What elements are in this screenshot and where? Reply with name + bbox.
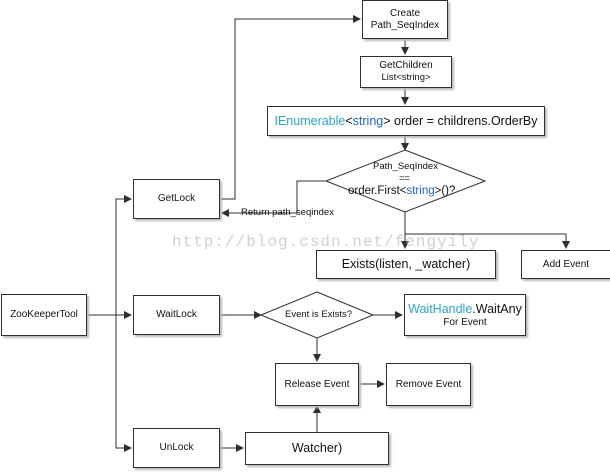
- unlock-label: UnLock: [159, 442, 194, 453]
- ienumerable-keyword: string: [352, 113, 384, 128]
- edge-getlock-to-create: [220, 15, 361, 200]
- waithandle-rest: .WaitAny: [472, 301, 522, 316]
- add-event-node[interactable]: Add Event: [521, 250, 610, 279]
- decision-diamond: [324, 149, 487, 213]
- ienumerable-rest: > order = childrens.OrderBy: [383, 113, 538, 128]
- exists-label: Exists(listen, _watcher): [341, 257, 471, 271]
- decision-line1: Path_SeqIndex: [373, 161, 438, 172]
- release-event-node[interactable]: Release Event: [275, 363, 359, 406]
- edge-tool-trunk: [115, 195, 132, 315]
- add-event-label: Add Event: [542, 258, 590, 270]
- edge-to-addevent: [405, 233, 570, 249]
- create-node[interactable]: Create Path_SeqIndex: [362, 0, 448, 39]
- watcher-node[interactable]: Watcher): [245, 432, 389, 465]
- remove-event-label: Remove Event: [395, 378, 462, 390]
- decision-line2: ==: [399, 173, 411, 184]
- getlock-label: GetLock: [157, 193, 196, 204]
- event-exists-diamond: [259, 291, 375, 339]
- edge-tool-to-unlock: [115, 315, 132, 452]
- decision-line3: order.First<string>()?: [348, 185, 455, 197]
- getchildren-node[interactable]: GetChildren List<string>: [360, 56, 452, 88]
- decision-line3-a: order.First<: [348, 185, 407, 197]
- decision-line3-keyword: string: [406, 185, 435, 197]
- waithandle-line2: For Event: [443, 316, 487, 328]
- edge-decision-return: [221, 180, 326, 217]
- getchildren-line1: GetChildren: [379, 60, 433, 71]
- waithandle-node[interactable]: WaitHandle.WaitAny For Event: [404, 294, 526, 336]
- waitlock-label: WaitLock: [156, 309, 197, 320]
- ienumerable-type: IEnumerable: [274, 113, 346, 128]
- exists-node[interactable]: Exists(listen, _watcher): [316, 250, 496, 279]
- decision-line3-b: >()?: [434, 185, 456, 197]
- watermark: http://blog.csdn.net/fengyily: [172, 233, 480, 251]
- return-path-label: Return path_seqindex: [241, 207, 334, 218]
- zookeepertool-node[interactable]: ZooKeeperTool: [1, 294, 87, 336]
- zookeepertool-label: ZooKeeperTool: [10, 309, 78, 320]
- waithandle-type: WaitHandle: [408, 301, 473, 316]
- remove-event-node[interactable]: Remove Event: [386, 363, 471, 406]
- waitlock-node[interactable]: WaitLock: [133, 295, 220, 335]
- unlock-node[interactable]: UnLock: [133, 428, 220, 468]
- watcher-label: Watcher): [291, 441, 343, 455]
- getlock-node[interactable]: GetLock: [133, 179, 220, 219]
- ienumerable-node[interactable]: IEnumerable<string> order = childrens.Or…: [267, 106, 545, 136]
- getchildren-line2: List<string>: [381, 72, 431, 83]
- release-event-label: Release Event: [284, 378, 350, 390]
- event-exists-label: Event is Exists?: [285, 309, 353, 320]
- ienumerable-lt: <: [345, 113, 353, 128]
- create-line2: Path_SeqIndex: [370, 19, 440, 31]
- create-line1: Create: [389, 7, 420, 19]
